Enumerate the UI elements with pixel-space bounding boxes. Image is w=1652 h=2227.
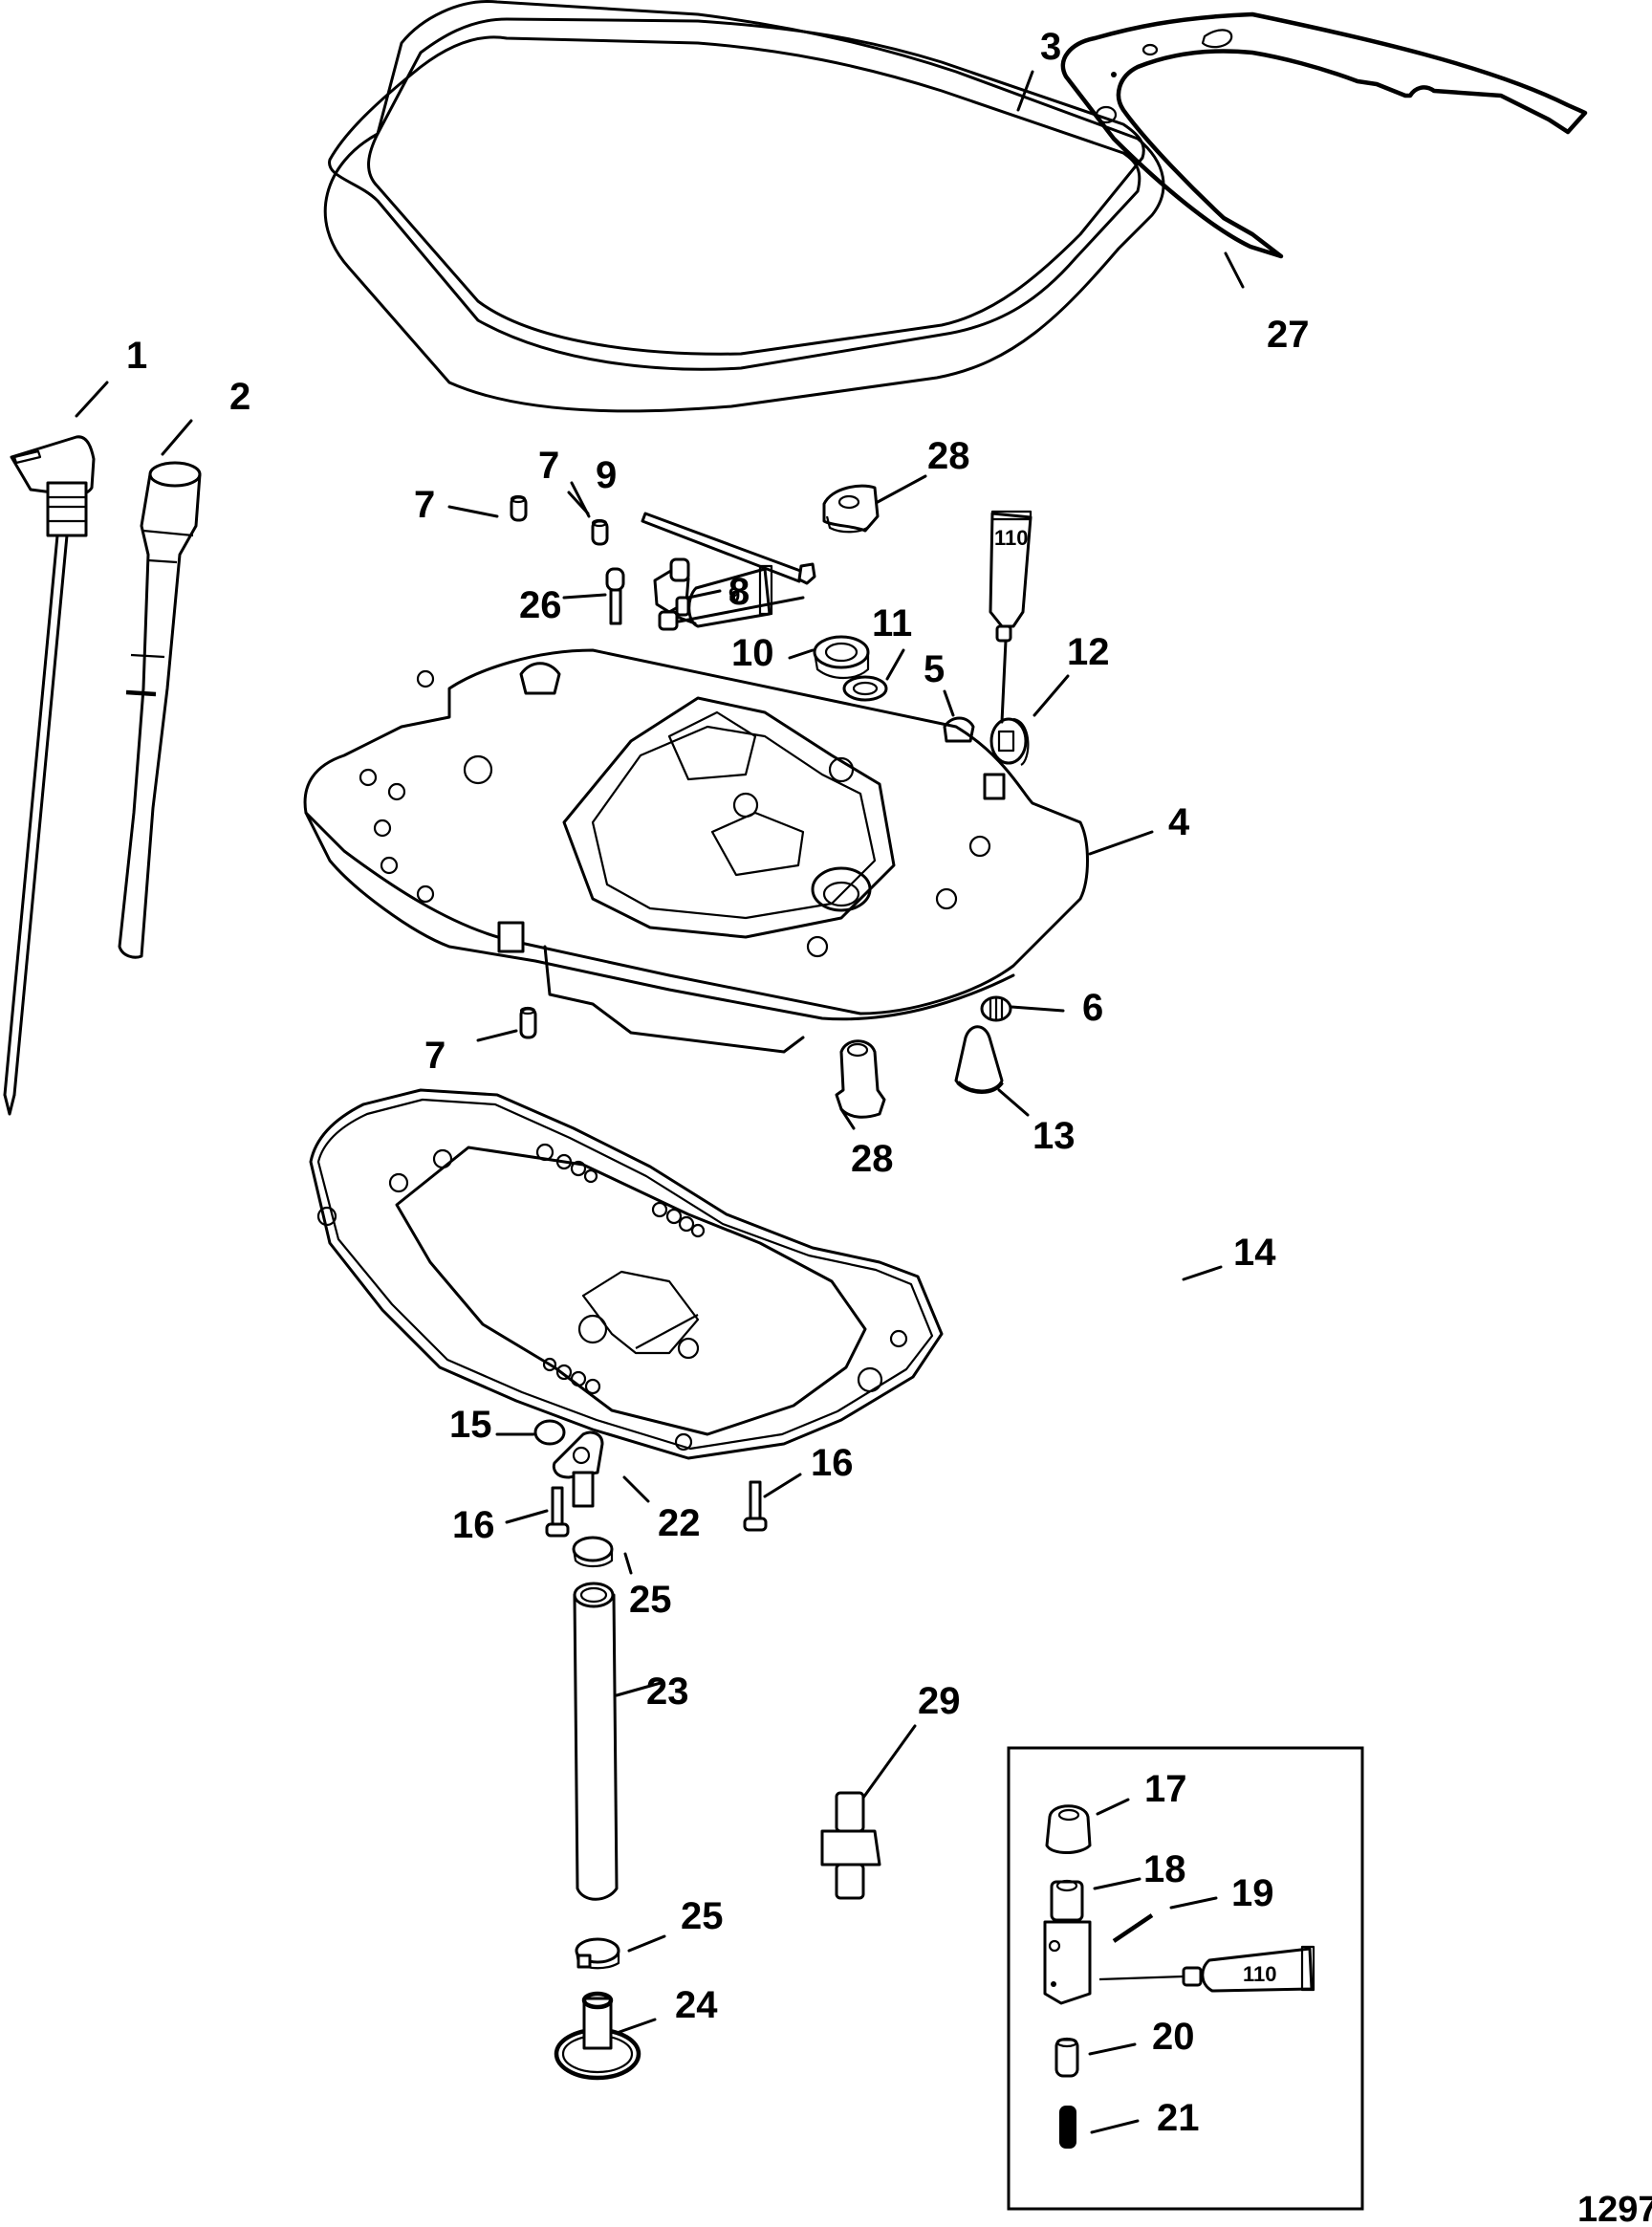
part-25-hose-clamp-lower (575, 1937, 620, 1970)
callout-13: 13 (1032, 1115, 1076, 1157)
callout-labels: 1 2 3 27 7 7 9 28 26 8 10 11 5 12 4 6 7 … (126, 26, 1310, 2139)
inset-box: 110 (1007, 1746, 1364, 2211)
callout-1: 1 (126, 335, 147, 377)
part-11-grommet (842, 675, 888, 702)
callout-21: 21 (1157, 2097, 1200, 2139)
part-29-fitting (820, 1791, 881, 1900)
callout-15: 15 (449, 1404, 492, 1446)
part-7-dowel-pin-c (519, 1006, 537, 1039)
callout-19: 19 (1231, 1872, 1274, 1914)
callout-7: 7 (538, 445, 559, 487)
callout-5: 5 (924, 648, 945, 690)
callout-24: 24 (675, 1984, 718, 2026)
callout-25: 25 (681, 1895, 724, 1937)
part-14-gasket (309, 1088, 944, 1460)
part-21-spring (1059, 2106, 1076, 2149)
part-27-curved-plate (1060, 11, 1588, 259)
callout-28: 28 (927, 435, 970, 477)
part-7-dowel-pin-a (510, 494, 528, 522)
callout-11: 11 (872, 602, 912, 644)
part-4-adaptor-plate (303, 648, 1089, 1054)
part-26-bolt (605, 567, 625, 625)
callout-18: 18 (1143, 1848, 1186, 1890)
part-16-screw-right (743, 1480, 768, 1532)
callout-4: 4 (1168, 801, 1190, 843)
callout-3: 3 (1040, 26, 1061, 68)
part-110-sealant-tube-top: 110 (989, 510, 1032, 643)
callout-29: 29 (918, 1680, 961, 1722)
leader-lines (75, 70, 1245, 2134)
part-24-fitting-base (554, 1991, 641, 2081)
part-22-fitting (552, 1430, 604, 1508)
callout-7: 7 (424, 1035, 446, 1077)
callout-28: 28 (851, 1138, 894, 1180)
part-28-plug-lower (835, 1039, 886, 1119)
tube-110-top-label: 110 (994, 526, 1029, 550)
callout-2: 2 (229, 376, 250, 418)
tube-9-label: 9 (728, 583, 740, 607)
callout-16: 16 (811, 1442, 854, 1484)
part-28-plug-top (822, 484, 880, 534)
part-2-dipstick-tube (118, 461, 202, 959)
part-16-screw-left (545, 1486, 570, 1538)
part-1-dipstick (3, 435, 96, 1116)
part-9-sealant-tube: 9 (675, 564, 773, 628)
callout-27: 27 (1267, 314, 1310, 356)
part-7-dowel-pin-b (591, 518, 609, 546)
figure-number: 1297 (1577, 2190, 1652, 2227)
callout-22: 22 (658, 1502, 701, 1544)
callout-6: 6 (1082, 987, 1103, 1029)
part-19-pin (1112, 1913, 1154, 1943)
part-20-bushing (1054, 2037, 1079, 2078)
part-110-sealant-tube-inset: 110 (1098, 1945, 1315, 1993)
callout-26: 26 (519, 584, 562, 626)
callout-25: 25 (629, 1579, 672, 1621)
part-17-cap (1045, 1804, 1092, 1854)
callout-12: 12 (1067, 631, 1110, 673)
callout-20: 20 (1152, 2016, 1195, 2058)
part-12-threaded-plug (989, 717, 1030, 766)
callout-17: 17 (1144, 1768, 1187, 1810)
tube-110-inset-label: 110 (1243, 1962, 1277, 1986)
part-25-hose-clamp-upper (572, 1536, 614, 1568)
part-18-valve-body (1043, 1879, 1092, 2005)
callout-10: 10 (731, 632, 774, 674)
callout-9: 9 (596, 454, 617, 496)
callout-8: 8 (728, 571, 750, 613)
callout-16: 16 (452, 1504, 495, 1546)
part-10-seal (813, 635, 870, 680)
part-3-seal-ring (323, 0, 1165, 413)
callout-14: 14 (1233, 1232, 1276, 1274)
part-13-grommet (954, 1025, 1004, 1094)
callout-7: 7 (414, 484, 435, 526)
callout-23: 23 (646, 1670, 689, 1713)
part-9-long-bolt (641, 512, 816, 585)
part-23-water-tube (573, 1582, 619, 1901)
part-6-valve (980, 995, 1012, 1022)
part-15-o-ring (533, 1419, 566, 1446)
